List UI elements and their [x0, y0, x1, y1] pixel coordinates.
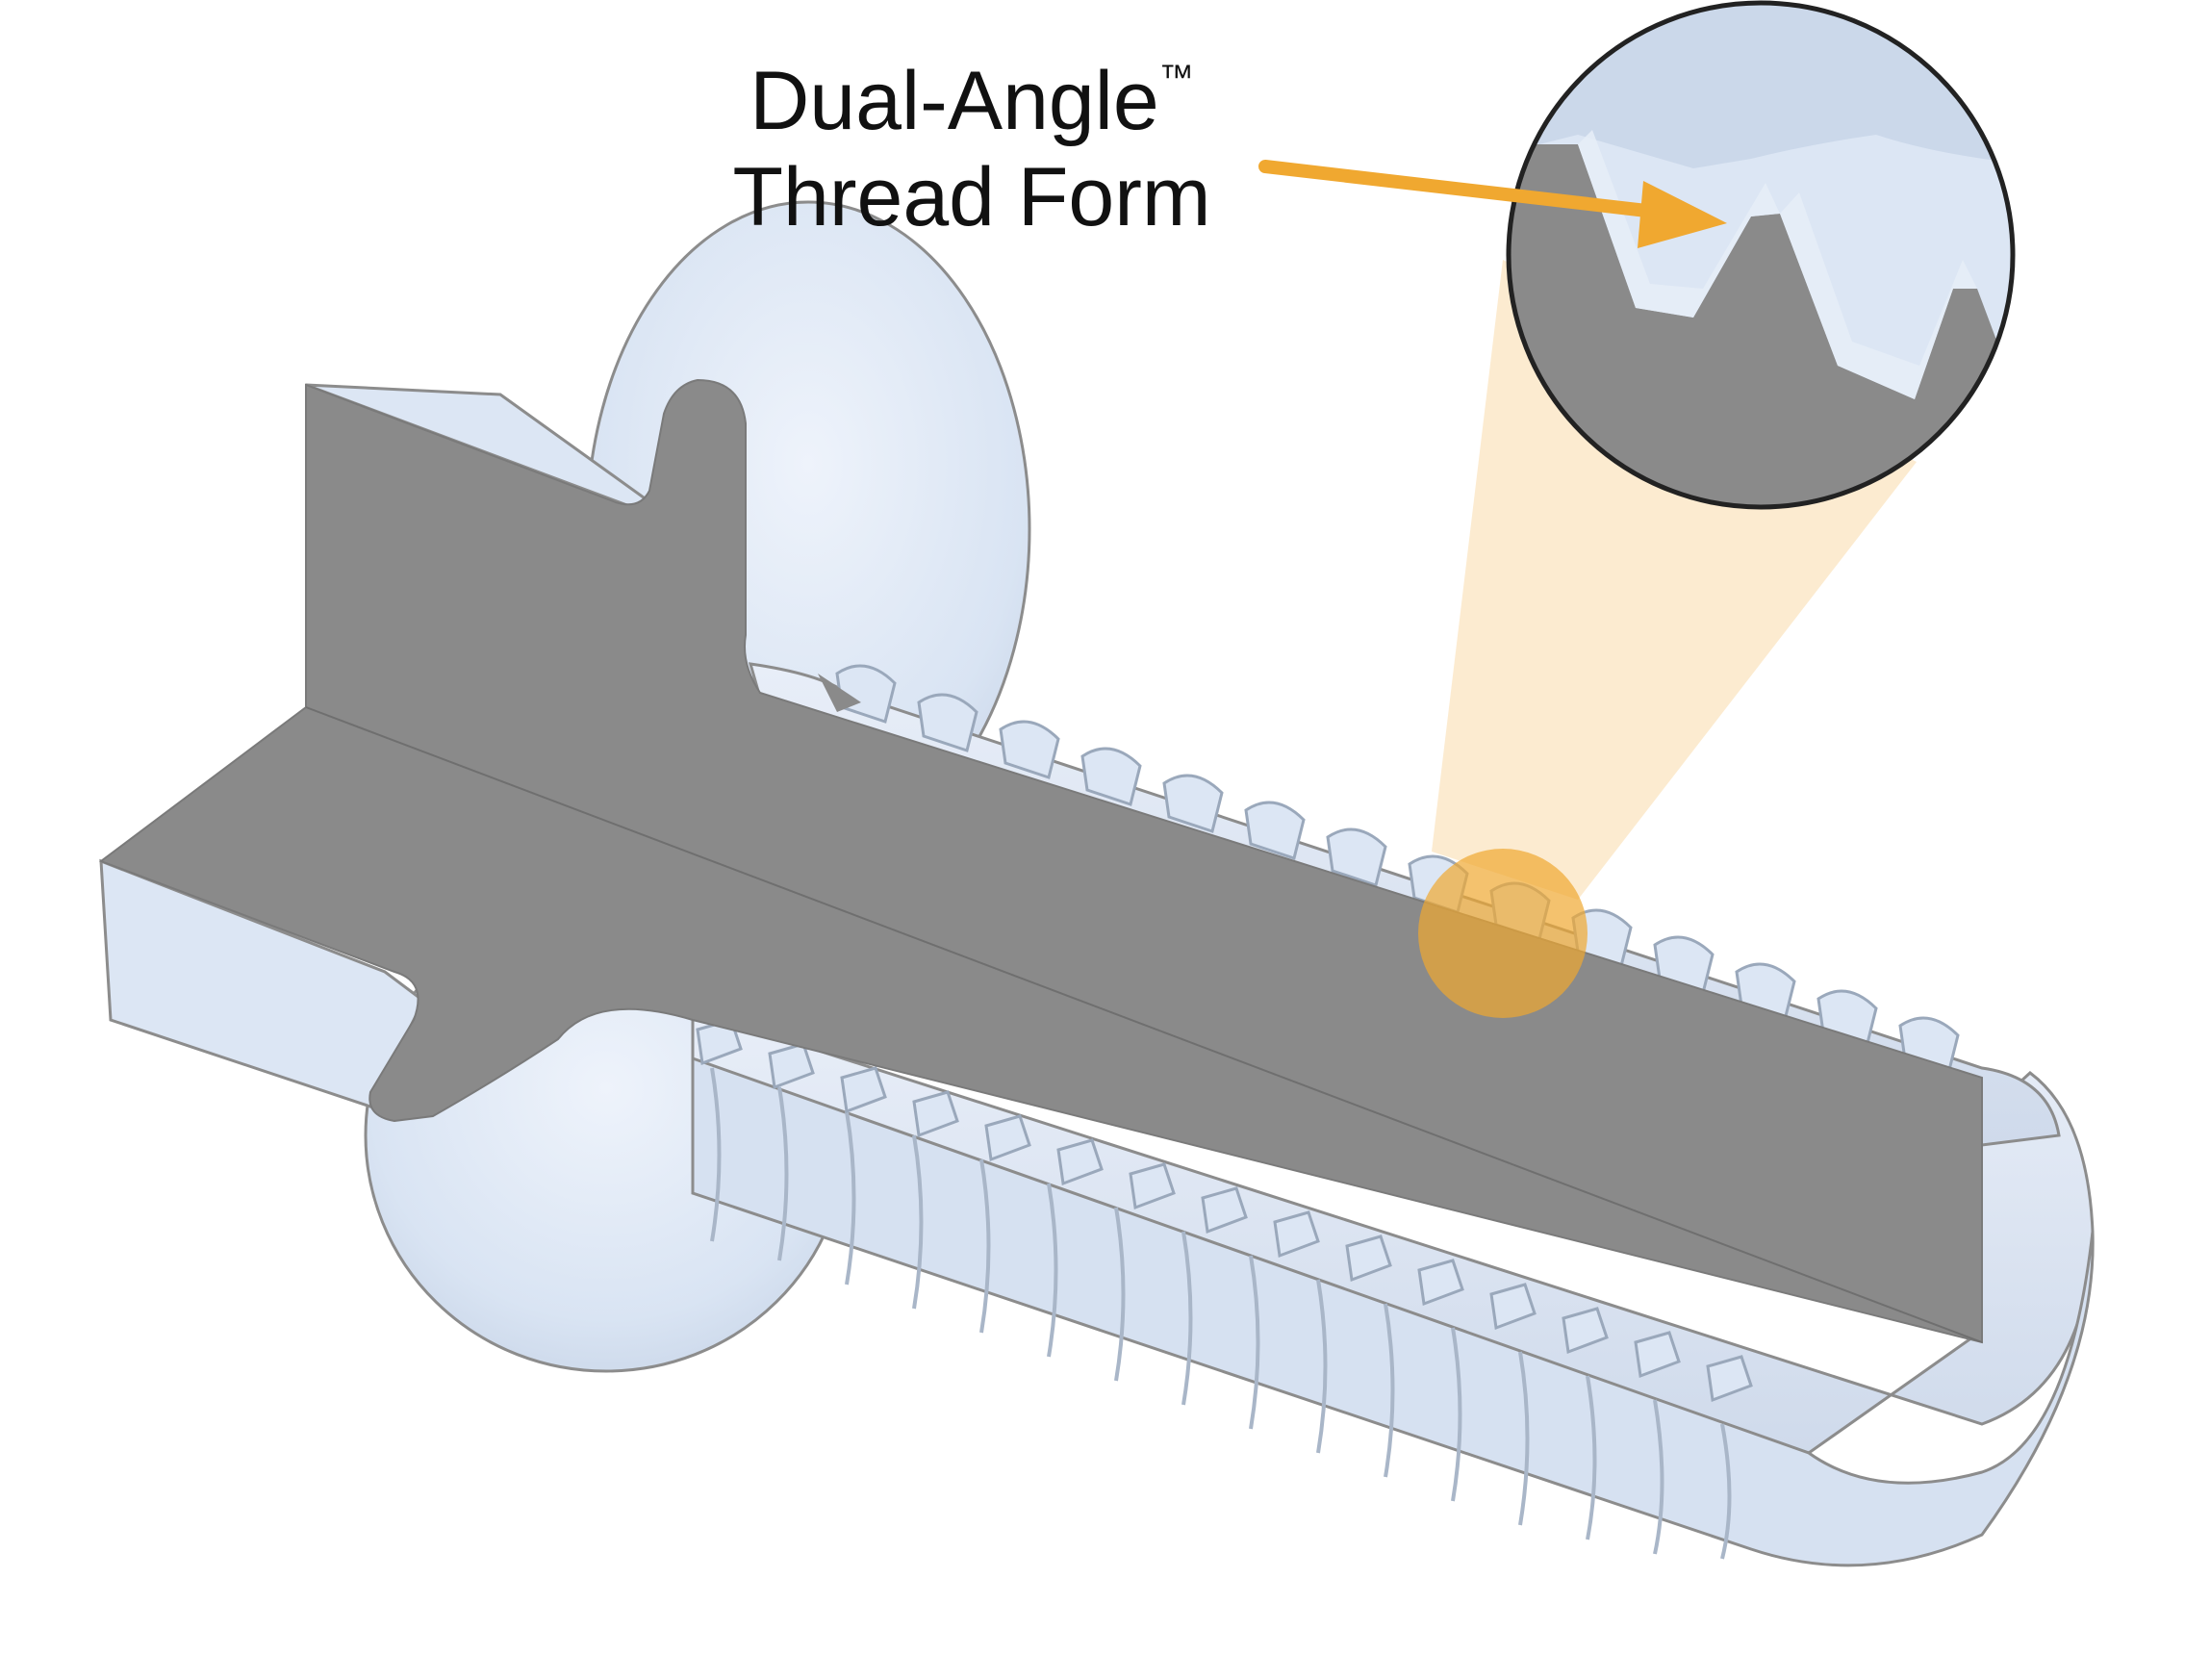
shank-lower-band — [691, 1056, 2095, 1567]
axis-line — [305, 706, 1983, 1343]
section-cut-face — [98, 378, 1983, 1344]
lower-thread-ridges — [710, 1067, 1732, 1560]
shank-lower-surface — [691, 1007, 2095, 1455]
trademark-symbol: ™ — [1158, 57, 1194, 97]
zoom-circle-icon — [1506, 0, 2016, 510]
lower-thread-crests — [696, 1018, 1753, 1403]
callout-title-line-2: Thread Form — [732, 151, 1211, 243]
orange-callout-arrow-icon — [1258, 160, 1727, 248]
magnifier-hotspot — [1418, 849, 1588, 1018]
zoomed-thread-profile — [1509, 144, 2013, 507]
callout-title-line-1: Dual-Angle™ — [749, 55, 1194, 147]
cut-thread-notches-upper — [818, 674, 861, 712]
